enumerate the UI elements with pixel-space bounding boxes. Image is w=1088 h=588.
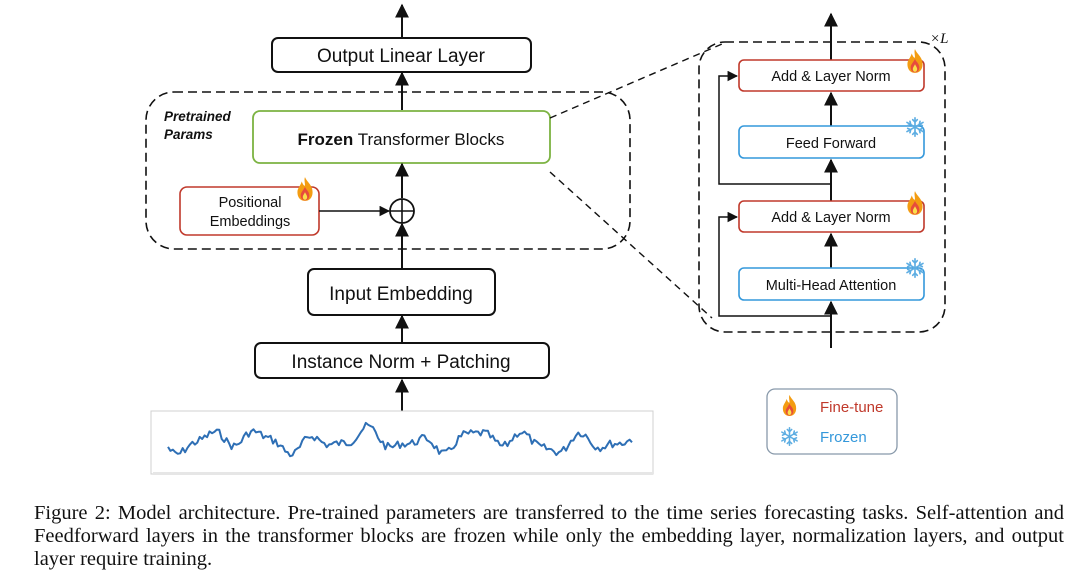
multi-head-attention-box: Multi-Head Attention <box>738 258 925 301</box>
residual-lower <box>718 211 831 317</box>
add-norm-top-label: Add & Layer Norm <box>771 69 890 85</box>
frozen-transformer-blocks-label: Frozen Transformer Blocks <box>298 130 505 149</box>
output-linear-layer-box: Output Linear Layer <box>271 37 532 73</box>
legend-frozen-label: Frozen <box>820 429 867 446</box>
time-series-line <box>167 421 633 458</box>
frozen-transformer-blocks-box: Frozen Transformer Blocks <box>252 110 551 164</box>
legend-finetune-label: Fine-tune <box>820 399 883 416</box>
positional-embeddings-box: Positional Embeddings <box>179 177 320 236</box>
instance-norm-patching-box: Instance Norm + Patching <box>254 342 550 379</box>
residual-upper <box>718 70 831 185</box>
frozen-rest-label: Transformer Blocks <box>353 130 504 149</box>
input-embedding-label: Input Embedding <box>329 284 473 305</box>
input-embedding-box: Input Embedding <box>307 268 496 316</box>
zoom-line-top <box>549 43 723 119</box>
pretrained-params-region <box>145 91 631 250</box>
mha-label: Multi-Head Attention <box>766 278 897 294</box>
architecture-diagram: Output Linear Layer Pretrained Params Fr… <box>145 3 948 475</box>
fire-icon <box>297 177 313 201</box>
output-linear-layer-label: Output Linear Layer <box>317 46 486 67</box>
feed-forward-box: Feed Forward <box>738 117 925 159</box>
zoom-line-bottom <box>549 171 713 319</box>
params-label: Params <box>164 127 213 142</box>
feed-forward-label: Feed Forward <box>786 136 876 152</box>
figure-caption: Figure 2: Model architecture. Pre-traine… <box>34 502 1064 570</box>
repeat-label: ×L <box>930 31 948 47</box>
fire-icon <box>907 191 923 215</box>
frozen-bold-label: Frozen <box>298 130 354 149</box>
fire-icon <box>907 49 923 73</box>
embeddings-label: Embeddings <box>210 214 291 230</box>
add-norm-bottom-label: Add & Layer Norm <box>771 210 890 226</box>
instance-norm-label: Instance Norm + Patching <box>291 352 510 373</box>
time-series-panel <box>150 410 654 475</box>
pretrained-label: Pretrained <box>164 109 232 124</box>
add-norm-top-box: Add & Layer Norm <box>738 49 925 92</box>
legend: Fine-tune Frozen <box>766 388 898 455</box>
sum-node <box>389 198 415 224</box>
add-norm-bottom-box: Add & Layer Norm <box>738 191 925 233</box>
transformer-block-detail-region <box>698 41 946 333</box>
positional-label: Positional <box>219 195 282 211</box>
